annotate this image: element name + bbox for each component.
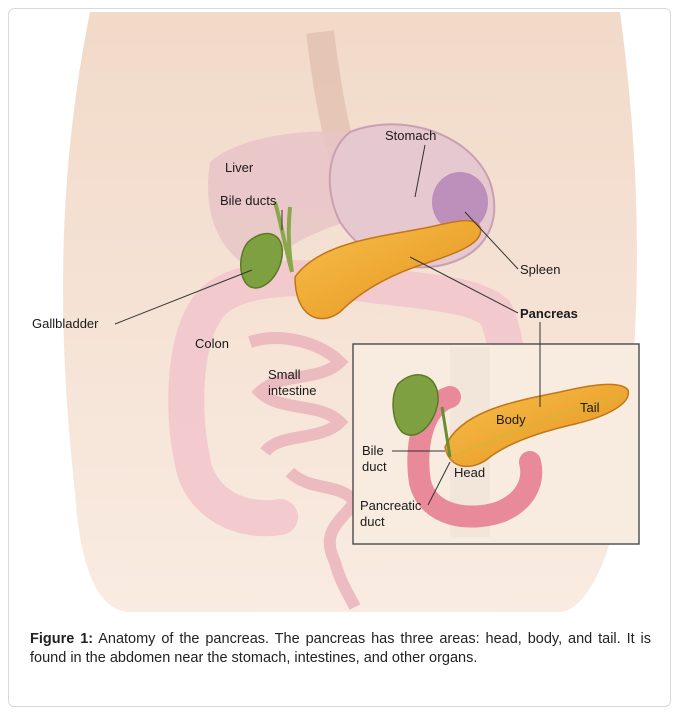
label-colon: Colon — [195, 336, 229, 351]
label-pancreas: Pancreas — [520, 306, 578, 321]
caption-text: Anatomy of the pancreas. The pancreas ha… — [30, 631, 651, 666]
figure-caption: Figure 1: Anatomy of the pancreas. The p… — [30, 630, 651, 668]
inset-label-bile-duct-line1: Bile — [362, 443, 384, 458]
pancreas-inset — [353, 344, 639, 544]
label-stomach: Stomach — [385, 128, 436, 143]
label-gallbladder: Gallbladder — [32, 316, 99, 331]
label-liver: Liver — [225, 160, 254, 175]
label-small-intestine-line2: intestine — [268, 383, 316, 398]
label-bile-ducts: Bile ducts — [220, 193, 277, 208]
label-spleen: Spleen — [520, 262, 560, 277]
caption-label: Figure 1: — [30, 631, 93, 647]
inset-label-bile-duct-line2: duct — [362, 459, 387, 474]
inset-label-tail: Tail — [580, 400, 600, 415]
anatomy-illustration: Stomach Liver Bile ducts Spleen Gallblad… — [20, 12, 661, 612]
label-small-intestine-line1: Small — [268, 367, 301, 382]
inset-label-pancreatic-duct-line2: duct — [360, 514, 385, 529]
inset-label-pancreatic-duct-line1: Pancreatic — [360, 498, 422, 513]
inset-label-head: Head — [454, 465, 485, 480]
inset-label-body: Body — [496, 412, 526, 427]
